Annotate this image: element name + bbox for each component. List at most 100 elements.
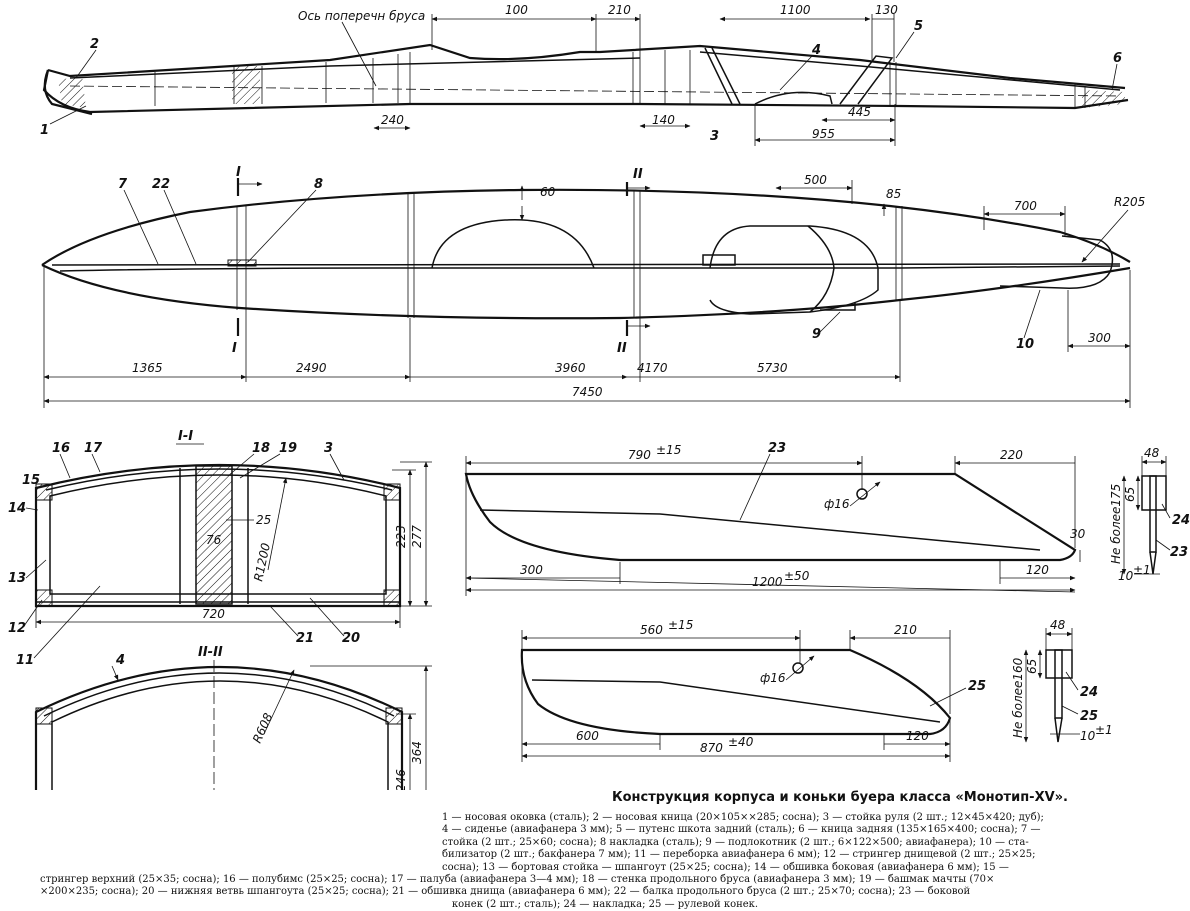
plan-fitting xyxy=(702,254,736,266)
callout-14: 14 xyxy=(8,501,26,516)
callout-10: 10 xyxy=(1016,337,1034,352)
side-deck-line xyxy=(69,51,1121,91)
dim-445: 445 xyxy=(848,105,871,119)
callout-8: 8 xyxy=(314,177,323,192)
plan-seat-inner xyxy=(807,225,835,313)
seat xyxy=(754,91,833,105)
figure-legend: 1 — носовая оковка (сталь); 2 — носовая … xyxy=(40,812,1170,911)
side-hull-top xyxy=(47,43,1126,90)
dim-560-tol: ±15 xyxy=(668,618,693,632)
dim-85: 85 xyxy=(886,187,901,201)
dim-r205: R205 xyxy=(1114,195,1145,209)
legend-line: ×200×235; сосна); 20 — нижняя ветвь шпан… xyxy=(40,886,971,898)
dim-955: 955 xyxy=(812,127,835,141)
callout-22: 22 xyxy=(152,177,170,192)
callout-25: 25 xyxy=(968,679,986,694)
bow-fitting xyxy=(43,69,93,116)
plan-frames xyxy=(236,190,903,318)
dim-r608: R608 xyxy=(250,711,276,746)
dim-30: 30 xyxy=(1070,527,1086,541)
callout-7: 7 xyxy=(118,177,128,192)
dim-3960: 3960 xyxy=(555,361,586,375)
dim-870-tol: ±40 xyxy=(728,735,754,749)
callout-24-side: 24 xyxy=(1172,513,1190,528)
plan-stringer xyxy=(51,263,1121,272)
dim-phi16-steer: ф16 xyxy=(760,671,786,685)
dim-140: 140 xyxy=(652,113,675,127)
dim-10-side-tol: ±1 xyxy=(1133,563,1151,577)
dim-210-runner: 210 xyxy=(894,623,917,637)
dim-7450: 7450 xyxy=(572,385,603,399)
figure-title: Конструкция корпуса и коньки буера класс… xyxy=(612,790,1068,805)
seat-support xyxy=(839,55,894,105)
section-mark-ii-bottom: II xyxy=(617,341,627,356)
stern-knee xyxy=(1082,90,1125,108)
section-2: II-II R608 4 246 364 730 xyxy=(34,645,432,790)
legend-line: стрингер верхний (25×35; сосна); 16 — по… xyxy=(40,874,995,886)
section-2-inner xyxy=(51,680,389,790)
dim-phi16-side: ф16 xyxy=(824,497,850,511)
side-runner-detail: 48 65 Не более175 10 ±1 24 23 xyxy=(1109,446,1190,583)
dim-2490: 2490 xyxy=(296,361,327,375)
bow-knee xyxy=(58,76,86,108)
dim-246: 246 xyxy=(394,769,408,790)
steer-runner-outline xyxy=(520,648,952,736)
cross-beam-axis-label: Ось поперечн бруса xyxy=(298,9,425,23)
dim-223: 223 xyxy=(394,525,408,548)
dim-10-side: 10 xyxy=(1118,569,1134,583)
dim-210-top: 210 xyxy=(608,3,631,17)
dim-4170: 4170 xyxy=(637,361,668,375)
dim-1200: 1200 xyxy=(752,575,783,589)
dim-60: 60 xyxy=(540,185,556,199)
steer-runner: 560 ±15 210 ф16 600 870 ±40 120 25 xyxy=(520,618,986,762)
dim-300-plan: 300 xyxy=(1088,331,1111,345)
plan-outline-top xyxy=(41,188,1131,266)
dim-790-tol: ±15 xyxy=(656,443,681,457)
section-mark-i-bottom: I xyxy=(232,341,237,356)
plan-view: I I II II 60 500 85 700 R205 300 xyxy=(41,165,1145,408)
plan-outline-bottom xyxy=(41,264,1131,320)
dim-220: 220 xyxy=(1000,448,1023,462)
dim-364: 364 xyxy=(410,741,424,764)
dim-76: 76 xyxy=(206,533,222,547)
callout-4: 4 xyxy=(811,43,821,58)
dim-720: 720 xyxy=(202,607,225,621)
side-runner-outline xyxy=(464,472,1077,562)
callout-20: 20 xyxy=(342,631,360,646)
callout-24-steer: 24 xyxy=(1080,685,1098,700)
dim-790: 790 xyxy=(628,448,651,462)
dim-870: 870 xyxy=(700,741,723,755)
side-runner: 790 ±15 220 ф16 30 300 1200 ±50 120 23 xyxy=(464,441,1086,596)
dim-700: 700 xyxy=(1014,199,1037,213)
callout-23-side: 23 xyxy=(1170,545,1188,560)
callout-9: 9 xyxy=(812,327,821,342)
callout-25-steer: 25 xyxy=(1080,709,1098,724)
dim-65-steer: 65 xyxy=(1025,659,1039,674)
dim-48-side: 48 xyxy=(1144,446,1160,460)
callout-21: 21 xyxy=(296,631,314,646)
dim-500: 500 xyxy=(804,173,827,187)
dim-max160: Не более160 xyxy=(1011,657,1025,738)
callout-6: 6 xyxy=(1113,51,1122,66)
callout-19: 19 xyxy=(279,441,297,456)
legend-line: 4 — сиденье (авиафанера 3 мм); 5 — путен… xyxy=(442,824,1041,836)
plan-plate xyxy=(227,259,257,267)
dim-max175: Не более175 xyxy=(1109,484,1123,564)
dim-560: 560 xyxy=(640,623,663,637)
section-2-title: II-II xyxy=(198,645,223,660)
side-runner-chine xyxy=(479,509,1041,551)
dim-10-steer: 10 xyxy=(1080,729,1096,743)
dim-65-side: 65 xyxy=(1123,487,1137,502)
dim-1200-tol: ±50 xyxy=(784,569,810,583)
dim-5730: 5730 xyxy=(757,361,788,375)
section-mark-i-top: I xyxy=(236,165,241,180)
callout-13: 13 xyxy=(8,571,26,586)
plan-armrest xyxy=(820,302,856,311)
plan-stabilizer xyxy=(999,235,1114,289)
legend-line: стойка (2 шт.; 25×60; сосна); 8 накладка… xyxy=(442,836,1029,848)
dim-25: 25 xyxy=(256,513,271,527)
callout-17: 17 xyxy=(84,441,103,456)
dim-10-steer-tol: ±1 xyxy=(1095,723,1113,737)
plan-cockpit xyxy=(431,218,595,269)
plan-seat xyxy=(709,225,879,315)
